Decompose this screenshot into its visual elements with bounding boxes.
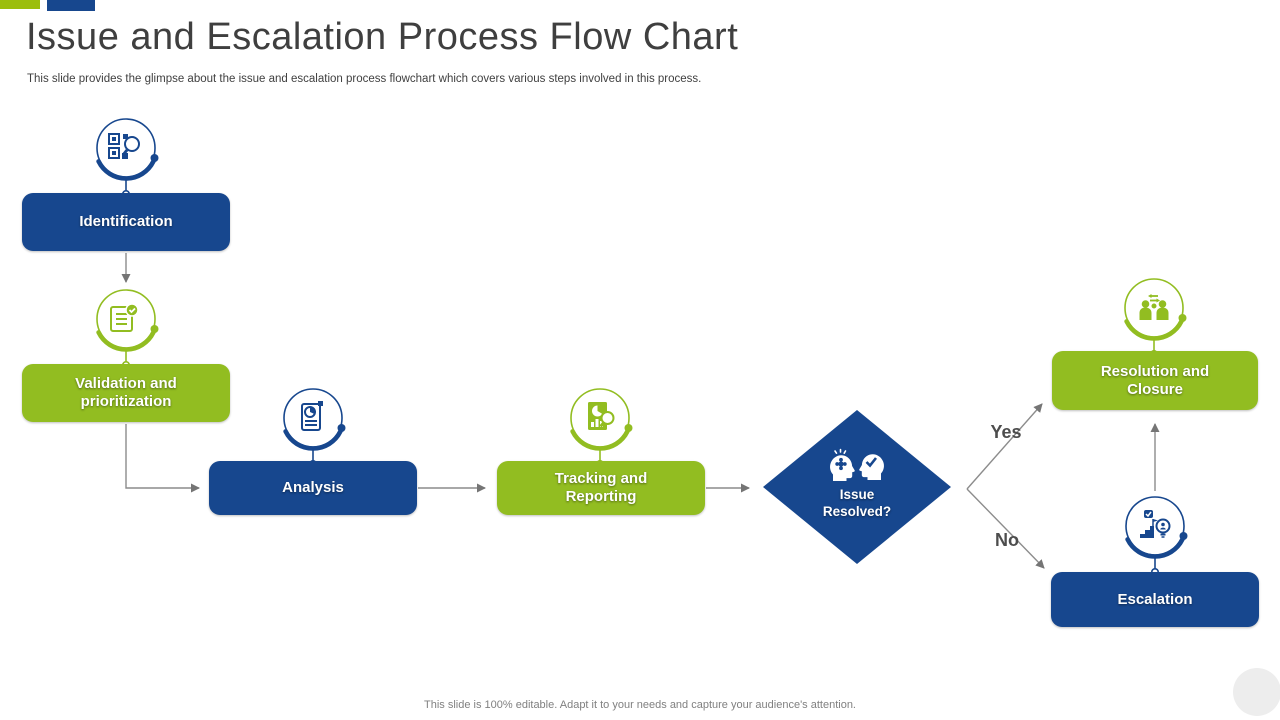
scroll-pie-chart-icon bbox=[301, 401, 323, 431]
step-label: Identification bbox=[79, 213, 173, 231]
page-title: Issue and Escalation Process Flow Chart bbox=[26, 16, 739, 58]
corner-circle-decoration bbox=[1233, 668, 1280, 716]
accent-bar-green bbox=[0, 0, 40, 9]
edge-decision-escalation-no bbox=[966, 488, 1045, 569]
validation-medallion bbox=[96, 289, 159, 370]
accent-bar-blue bbox=[47, 0, 95, 11]
qr-search-icon bbox=[108, 133, 140, 159]
step-label: Validation and prioritization bbox=[75, 375, 177, 410]
checklist-check-icon bbox=[110, 303, 139, 332]
report-magnifier-icon bbox=[588, 402, 615, 430]
stairs-lightbulb-icon bbox=[1140, 510, 1171, 538]
process-step-tracking: Tracking and Reporting bbox=[497, 461, 705, 515]
branch-label-yes: Yes bbox=[990, 422, 1022, 442]
people-exchange-icon bbox=[1139, 294, 1169, 320]
step-label: Analysis bbox=[282, 479, 344, 497]
process-step-validation: Validation and prioritization bbox=[22, 364, 230, 422]
edge-validation-analysis bbox=[125, 424, 200, 493]
process-step-resolution: Resolution and Closure bbox=[1052, 351, 1258, 410]
step-label: Tracking and Reporting bbox=[554, 470, 648, 505]
page-subtitle: This slide provides the glimpse about th… bbox=[27, 73, 702, 85]
process-step-identification: Identification bbox=[22, 193, 230, 251]
edge-decision-resolution-yes bbox=[966, 403, 1043, 490]
tracking-medallion bbox=[570, 388, 633, 469]
process-step-analysis: Analysis bbox=[209, 461, 417, 515]
identification-medallion bbox=[96, 118, 159, 199]
process-step-escalation: Escalation bbox=[1051, 572, 1259, 627]
resolution-medallion bbox=[1124, 278, 1187, 359]
step-label: Resolution and Closure bbox=[1100, 362, 1210, 398]
thinking-heads-icon bbox=[830, 448, 884, 481]
footer-note: This slide is 100% editable. Adapt it to… bbox=[424, 699, 856, 711]
branch-label-no: No bbox=[995, 530, 1019, 550]
escalation-medallion bbox=[1125, 496, 1188, 577]
decision-label: Issue Resolved? bbox=[822, 487, 892, 519]
step-label: Escalation bbox=[1117, 590, 1193, 608]
